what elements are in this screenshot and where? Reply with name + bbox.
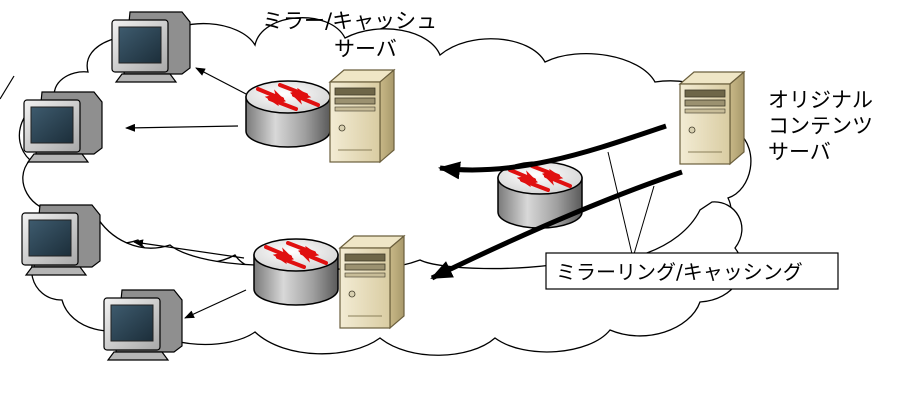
origin-server-label-line1: オリジナル bbox=[768, 88, 873, 112]
arrow-to-client-3 bbox=[133, 239, 245, 259]
origin-server bbox=[679, 71, 745, 165]
mirroring-arrow-lower bbox=[430, 169, 683, 281]
client-monitor-2 bbox=[23, 91, 103, 163]
arrow-to-client-4 bbox=[184, 289, 247, 319]
origin-server-label-line2: コンテンツ bbox=[768, 114, 873, 138]
callout-label: ミラーリング/キャッシング bbox=[556, 260, 803, 284]
mirror-server-label-line1: ミラー/キャッシュ bbox=[262, 9, 437, 33]
client-monitor-1 bbox=[111, 11, 191, 83]
callout-pointer-1 bbox=[607, 151, 633, 255]
arrow-to-client-2 bbox=[125, 123, 239, 132]
mirror-server-label-line2: サーバ bbox=[334, 37, 397, 61]
mirror-router-upper bbox=[244, 79, 332, 149]
mirror-server-upper bbox=[329, 69, 395, 163]
origin-server-label-line3: サーバ bbox=[768, 140, 831, 164]
edge-leader-line bbox=[0, 75, 15, 100]
mirror-router-lower bbox=[252, 237, 340, 307]
mirroring-arrow-upper bbox=[438, 123, 667, 180]
client-monitor-4 bbox=[103, 289, 183, 361]
arrow-to-client-1 bbox=[195, 67, 249, 96]
callout-pointer-2 bbox=[633, 185, 655, 255]
callout-box bbox=[545, 252, 839, 290]
client-monitor-3 bbox=[21, 204, 101, 276]
center-router bbox=[496, 160, 584, 230]
mirror-server-lower bbox=[339, 235, 405, 329]
